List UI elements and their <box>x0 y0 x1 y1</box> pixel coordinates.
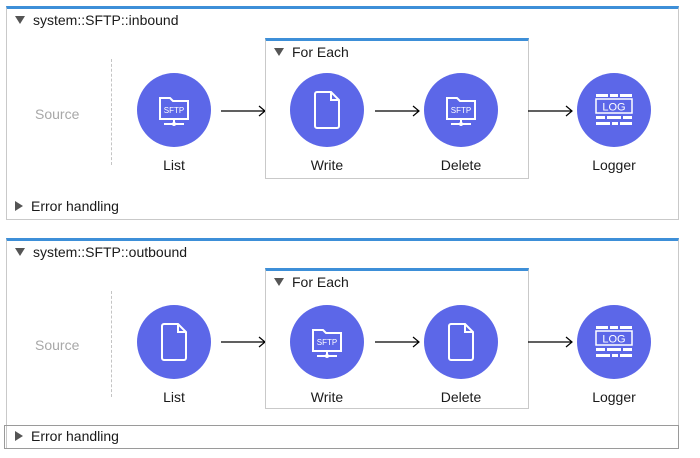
foreach-header[interactable]: For Each <box>274 274 349 290</box>
error-handling-toggle[interactable]: Error handling <box>15 198 119 214</box>
file-icon[interactable] <box>424 305 498 379</box>
collapse-icon[interactable] <box>274 48 284 56</box>
error-handling-toggle[interactable]: Error handling <box>15 428 119 444</box>
list-node[interactable]: List <box>134 305 214 405</box>
sftp-icon[interactable]: SFTP <box>424 73 498 147</box>
flow-outbound[interactable]: system::SFTP::outbound Source List For E… <box>6 238 679 448</box>
delete-node[interactable]: SFTP Delete <box>421 73 501 173</box>
svg-text:SFTP: SFTP <box>451 106 471 115</box>
log-icon[interactable]: LOG <box>577 305 651 379</box>
logger-node[interactable]: LOG Logger <box>574 305 654 405</box>
collapse-icon[interactable] <box>15 16 25 24</box>
source-placeholder[interactable]: Source <box>35 106 80 122</box>
svg-text:LOG: LOG <box>602 102 625 114</box>
node-label: List <box>163 157 185 173</box>
source-placeholder[interactable]: Source <box>35 337 80 353</box>
foreach-scope[interactable]: For Each <box>265 38 529 179</box>
flow-header[interactable]: system::SFTP::inbound <box>15 12 179 28</box>
error-handling-label: Error handling <box>31 428 119 444</box>
flow-header[interactable]: system::SFTP::outbound <box>15 244 187 260</box>
svg-text:SFTP: SFTP <box>164 106 184 115</box>
arrow <box>221 105 267 117</box>
foreach-scope[interactable]: For Each <box>265 268 529 409</box>
node-label: Write <box>310 389 344 405</box>
node-label: Delete <box>440 389 482 405</box>
flow-inbound[interactable]: system::SFTP::inbound Source SFTP List F… <box>6 6 679 220</box>
svg-text:SFTP: SFTP <box>317 338 337 347</box>
node-label: List <box>163 389 185 405</box>
node-label: Write <box>310 157 344 173</box>
delete-node[interactable]: Delete <box>421 305 501 405</box>
expand-icon[interactable] <box>15 201 23 211</box>
sftp-icon[interactable]: SFTP <box>290 305 364 379</box>
arrow <box>375 105 421 117</box>
arrow <box>375 336 421 348</box>
error-handling-label: Error handling <box>31 198 119 214</box>
file-icon[interactable] <box>290 73 364 147</box>
file-icon[interactable] <box>137 305 211 379</box>
node-label: Delete <box>440 157 482 173</box>
error-handling-row-selected[interactable]: Error handling <box>4 425 679 449</box>
flow-title: system::SFTP::inbound <box>33 12 179 28</box>
write-node[interactable]: Write <box>287 73 367 173</box>
arrow <box>528 336 574 348</box>
collapse-icon[interactable] <box>15 248 25 256</box>
arrow <box>221 336 267 348</box>
log-icon[interactable]: LOG <box>577 73 651 147</box>
collapse-icon[interactable] <box>274 278 284 286</box>
flow-title: system::SFTP::outbound <box>33 244 188 260</box>
source-divider <box>111 59 112 165</box>
node-label: Logger <box>592 157 636 173</box>
sftp-icon[interactable]: SFTP <box>137 73 211 147</box>
node-label: Logger <box>592 389 636 405</box>
foreach-title: For Each <box>292 44 349 60</box>
svg-text:LOG: LOG <box>602 334 625 346</box>
logger-node[interactable]: LOG Logger <box>574 73 654 173</box>
source-divider <box>111 291 112 397</box>
write-node[interactable]: SFTP Write <box>287 305 367 405</box>
foreach-title: For Each <box>292 274 349 290</box>
list-node[interactable]: SFTP List <box>134 73 214 173</box>
expand-icon[interactable] <box>15 431 23 441</box>
foreach-header[interactable]: For Each <box>274 44 349 60</box>
arrow <box>528 105 574 117</box>
